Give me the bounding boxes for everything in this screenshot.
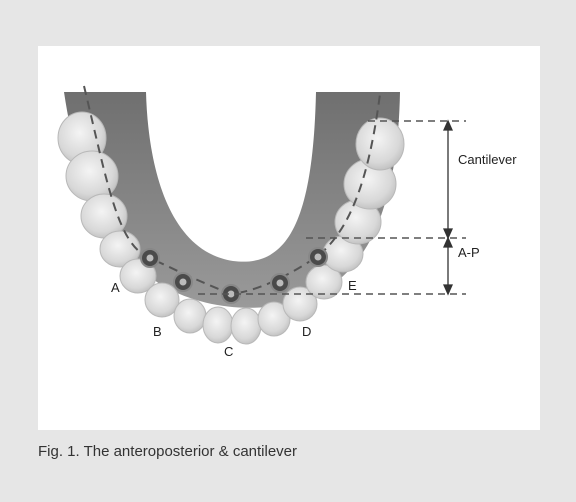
point-label-e: E <box>348 278 357 293</box>
figure-panel: Cantilever A-P A B C D E <box>38 46 540 430</box>
implant-marker-d <box>271 274 289 292</box>
figure-caption: Fig. 1. The anteroposterior & cantilever <box>38 443 297 460</box>
point-label-a: A <box>111 280 120 295</box>
dimension-arrows <box>444 121 452 294</box>
dental-arch-diagram: Cantilever A-P A B C D E <box>38 46 540 430</box>
implant-marker-b <box>174 273 192 291</box>
point-label-b: B <box>153 324 162 339</box>
point-label-d: D <box>302 324 311 339</box>
cantilever-label: Cantilever <box>458 152 517 167</box>
point-label-c: C <box>224 344 233 359</box>
implant-marker-e <box>309 248 327 266</box>
ap-label: A-P <box>458 245 480 260</box>
implant-marker-a <box>141 249 159 267</box>
